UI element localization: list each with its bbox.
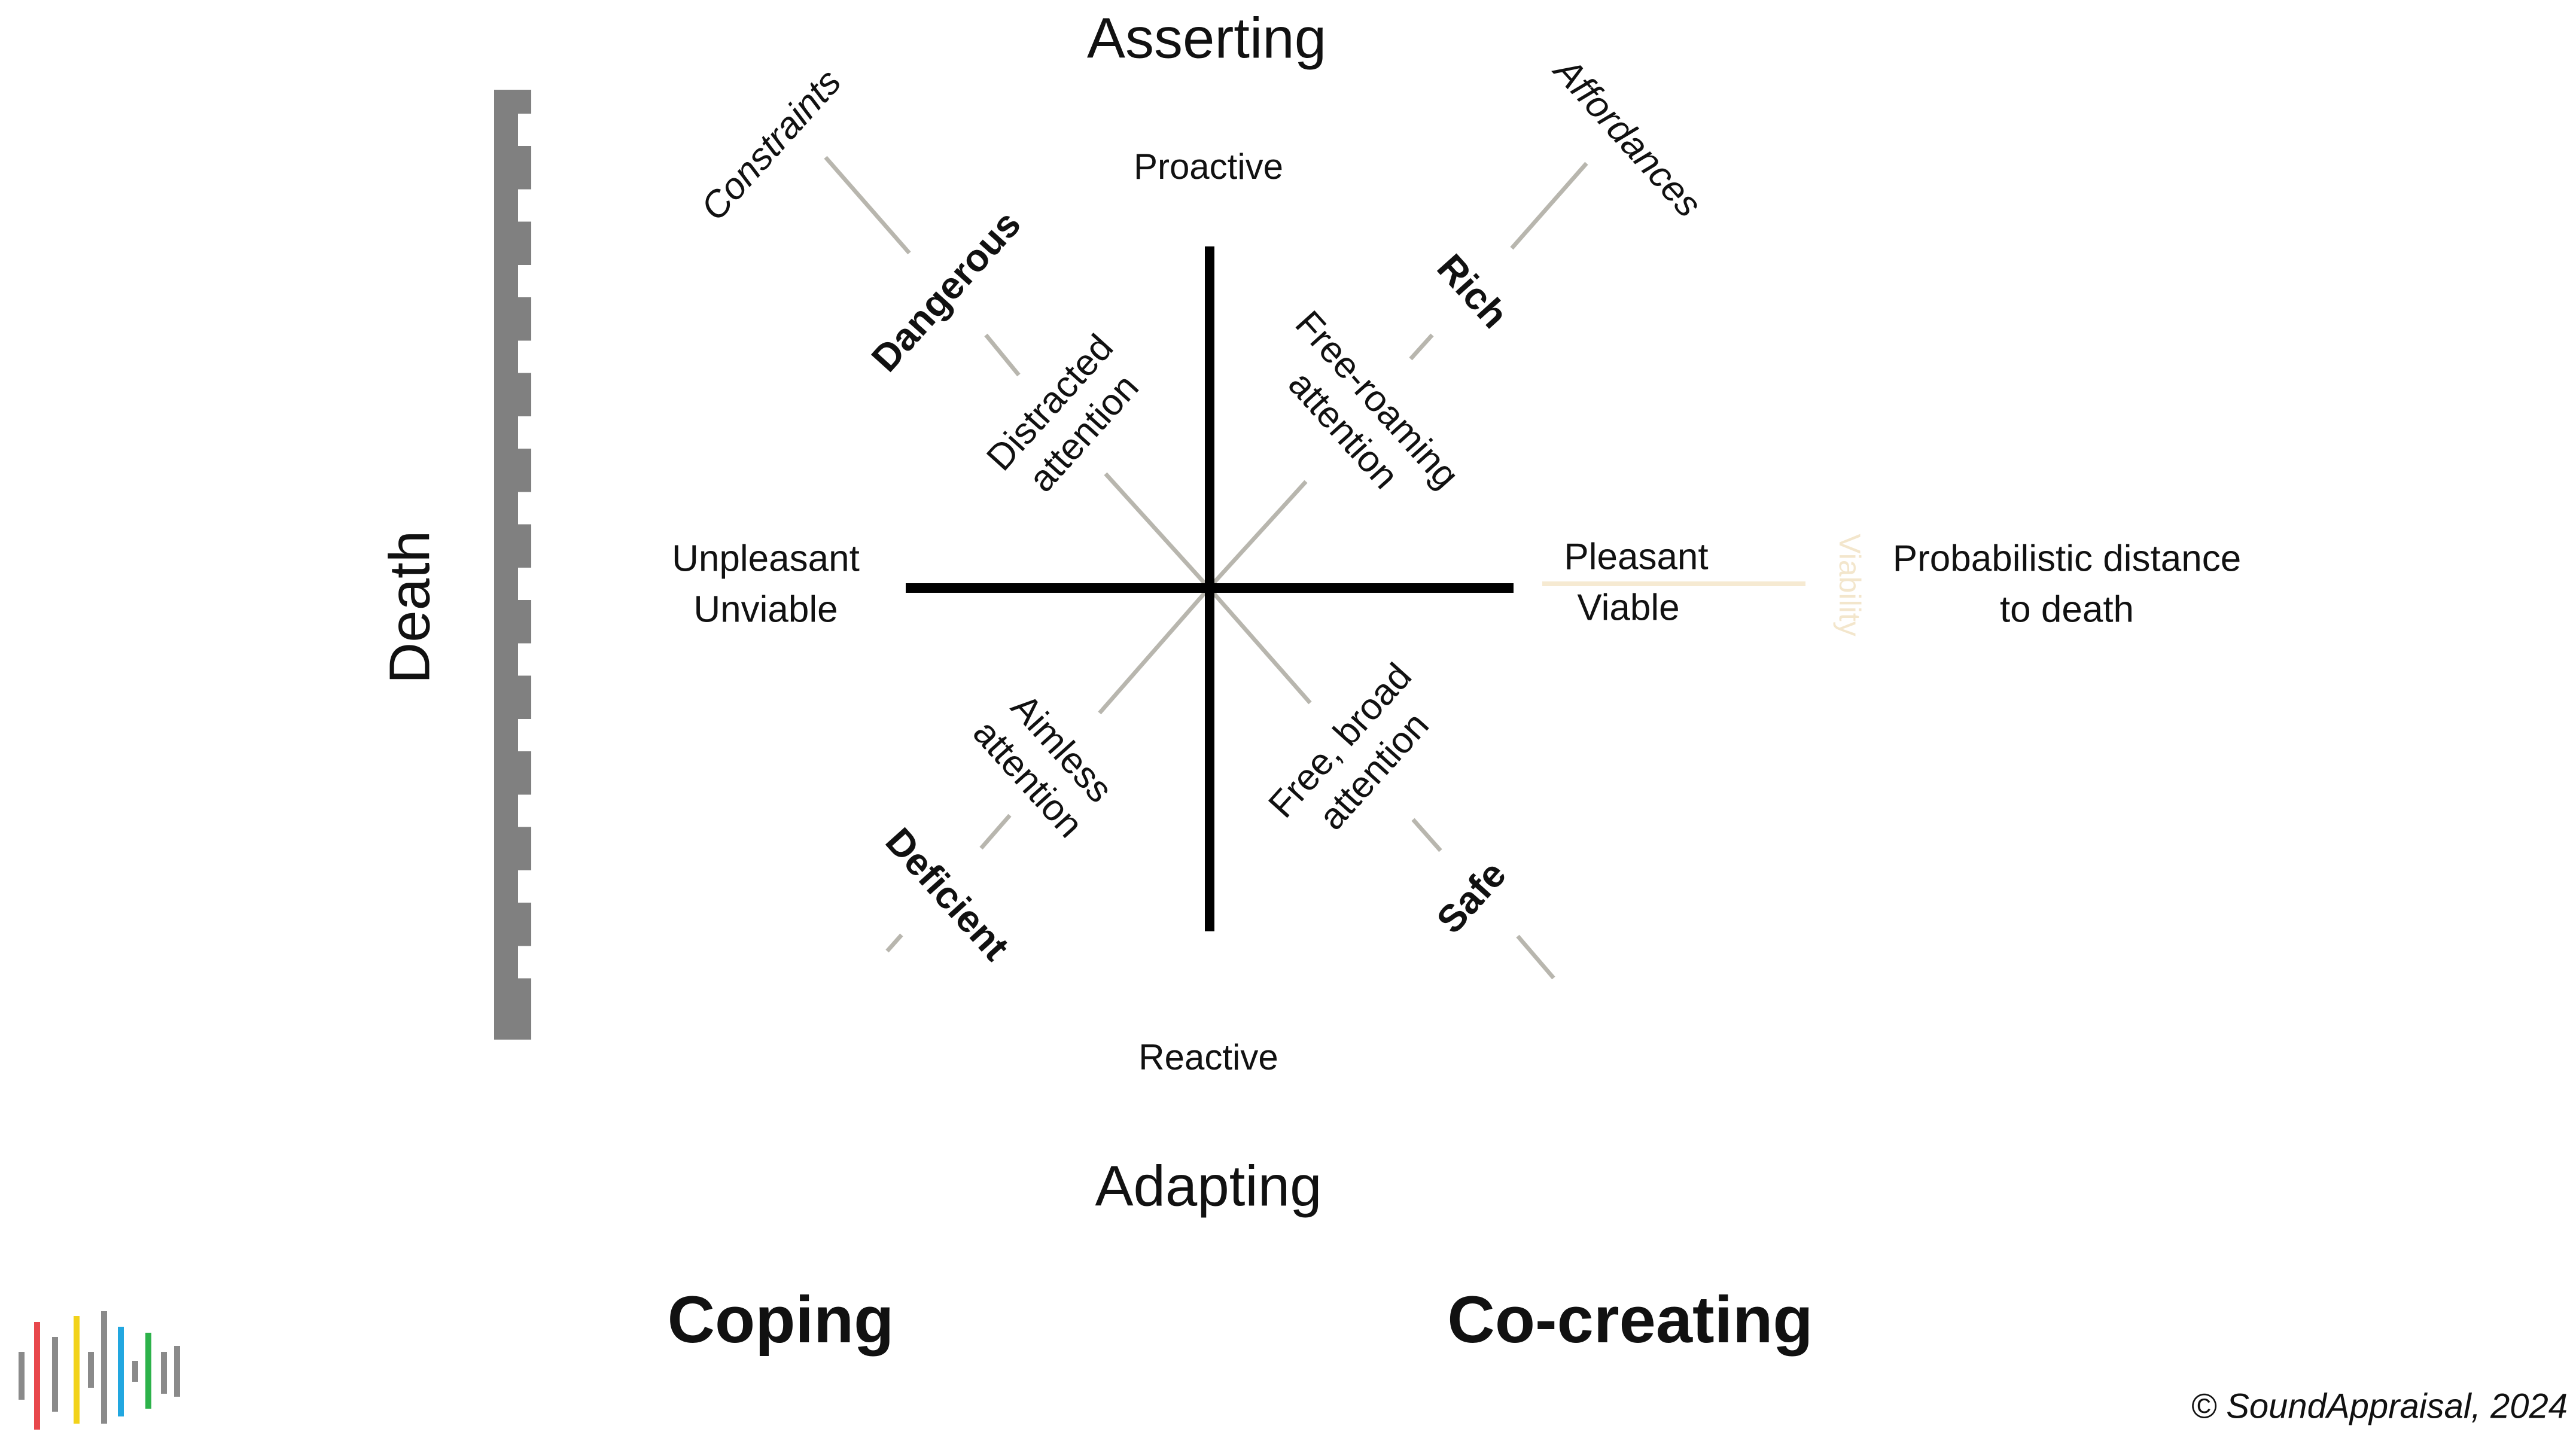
asserting-label: Asserting bbox=[1087, 6, 1326, 70]
proactive-label: Proactive bbox=[1134, 147, 1283, 187]
diagonal-lower-right bbox=[1207, 586, 1312, 705]
ruler-notch bbox=[518, 568, 531, 600]
ruler-notch bbox=[518, 492, 531, 525]
ruler-notch bbox=[518, 946, 531, 979]
adapting-label: Adapting bbox=[1095, 1154, 1322, 1218]
safe-label: Safe bbox=[1428, 852, 1514, 942]
reactive-label: Reactive bbox=[1138, 1037, 1278, 1077]
death-label: Death bbox=[377, 531, 441, 684]
soundappraisal-logo-icon bbox=[19, 1311, 180, 1430]
coping-label: Coping bbox=[668, 1283, 894, 1357]
leader-deficient-tail bbox=[885, 933, 903, 953]
leader-constraints bbox=[824, 156, 911, 255]
co-creating-label: Co-creating bbox=[1447, 1283, 1813, 1357]
deficient-label: Deficient bbox=[878, 819, 1018, 968]
affordances-label: Affordances bbox=[1545, 48, 1709, 225]
ruler-notch bbox=[518, 794, 531, 827]
pleasant-label: Pleasant bbox=[1564, 536, 1708, 577]
unpleasant-label: Unpleasant bbox=[672, 538, 860, 579]
ruler-notch bbox=[518, 719, 531, 751]
leader-dangerous-attention bbox=[984, 333, 1021, 377]
diagonal-lower-left bbox=[1098, 586, 1211, 715]
ruler-notch bbox=[518, 643, 531, 676]
death-ruler bbox=[494, 90, 531, 1040]
diagonal-upper-right bbox=[1207, 480, 1308, 590]
viable-label: Viable bbox=[1577, 587, 1679, 628]
ruler-notch bbox=[518, 870, 531, 903]
diagonal-lines bbox=[824, 156, 1588, 980]
copyright-label: © SoundAppraisal, 2024 bbox=[2191, 1387, 2568, 1425]
ruler-notch bbox=[518, 416, 531, 449]
ruler-notch bbox=[518, 114, 531, 146]
distracted-attention-label: Distracted attention bbox=[979, 327, 1147, 499]
ruler-notch bbox=[518, 189, 531, 222]
leader-affordances bbox=[1510, 162, 1588, 250]
death-ruler-notches bbox=[518, 114, 531, 979]
viability-label: Viability bbox=[1833, 534, 1866, 636]
rich-label: Rich bbox=[1429, 246, 1517, 336]
leader-safe-attention bbox=[1411, 818, 1442, 852]
to-death-label: to death bbox=[2000, 589, 2134, 630]
probabilistic-distance-label: Probabilistic distance bbox=[1893, 538, 2241, 579]
diagonal-upper-left bbox=[1104, 472, 1211, 590]
leader-rich-attention bbox=[1409, 333, 1434, 361]
leader-safe-tail bbox=[1516, 934, 1555, 980]
aimless-attention-label: Aimless attention bbox=[965, 686, 1120, 845]
constraints-label: Constraints bbox=[693, 62, 849, 229]
ruler-notch bbox=[518, 340, 531, 373]
unviable-label: Unviable bbox=[693, 589, 838, 630]
main-axes bbox=[906, 246, 1514, 931]
ruler-notch bbox=[518, 265, 531, 297]
free-broad-attention-label: Free, broad attention bbox=[1260, 656, 1437, 838]
free-roaming-attention-label: Free-roaming attention bbox=[1280, 303, 1467, 497]
leader-deficient-attention bbox=[979, 814, 1012, 850]
